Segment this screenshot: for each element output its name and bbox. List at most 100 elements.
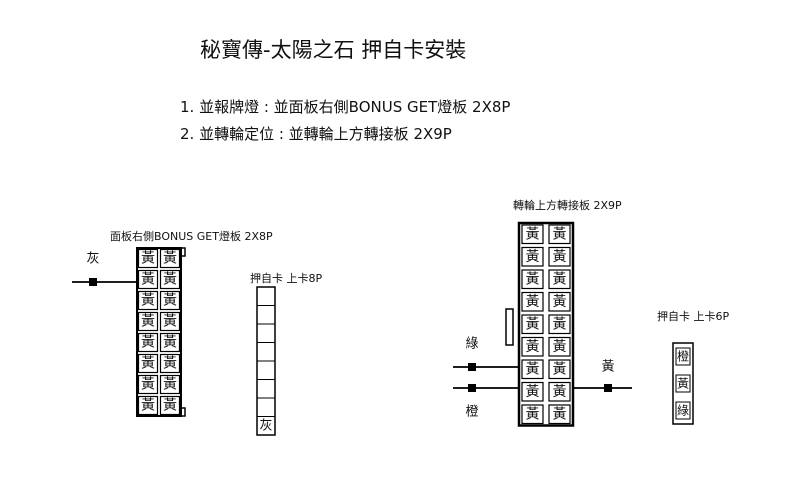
left-board-pin-label: 黃 [141, 356, 155, 372]
left-board-pin-label: 黃 [141, 377, 155, 393]
right-board-pin [521, 246, 544, 267]
left-board-pin [137, 353, 159, 374]
right-board-pin [548, 381, 571, 402]
left-board-pin [137, 248, 159, 269]
right-card-pin [675, 374, 691, 393]
right-board-pin [521, 336, 544, 357]
left-board-pin [137, 332, 159, 353]
right-card-outline [672, 342, 694, 425]
right-board-pin-label: 黃 [553, 249, 567, 265]
right-board-pin-label: 黃 [526, 339, 540, 355]
wires: 灰綠橙 黃 [72, 252, 632, 420]
left-board-pin-label: 黃 [141, 314, 155, 330]
right-card-pin-label: 黃 [677, 377, 689, 391]
right-board-pin [521, 359, 544, 380]
left-card-connector: 灰 [256, 286, 276, 436]
right-card-label: 押自卡 上卡6P [657, 310, 730, 323]
left-board-pin-label: 黃 [141, 293, 155, 309]
right-board-pin-label: 黃 [526, 361, 540, 377]
left-card-label: 押自卡 上卡8P [250, 272, 323, 285]
left-grey-wire-node [89, 278, 97, 286]
left-board-pin [159, 332, 181, 353]
left-board-pin-label: 黃 [163, 272, 177, 288]
left-board-pin-label: 黃 [141, 272, 155, 288]
right-board-pin-label: 黃 [526, 406, 540, 422]
right-card-pin-label: 綠 [677, 404, 689, 418]
right-board-pin [521, 314, 544, 335]
left-grey-wire-label: 灰 [86, 252, 99, 267]
right-board-pin-label: 黃 [526, 271, 540, 287]
orange-wire-node [468, 384, 476, 392]
left-board-pin [159, 248, 181, 269]
left-board-pin-label: 黃 [141, 251, 155, 267]
right-card-connector: 橙黃綠 [672, 342, 694, 425]
left-card-pin-label: 灰 [259, 418, 272, 433]
right-board-pin [548, 246, 571, 267]
left-connector-board: 黃黃黃黃黃黃黃黃黃黃黃黃黃黃黃黃 [136, 247, 186, 417]
left-board-pin-label: 黃 [163, 398, 177, 414]
right-board-outline [517, 221, 575, 427]
right-board-pin-label: 黃 [553, 316, 567, 332]
step-1: 1. 並報牌燈 : 並面板右側BONUS GET燈板 2X8P [180, 98, 511, 116]
right-card-pin-label: 橙 [677, 349, 689, 364]
right-board-pin [521, 291, 544, 312]
left-board-pin [159, 374, 181, 395]
green-wire-label: 綠 [465, 337, 478, 352]
left-board-pin [159, 269, 181, 290]
left-board-pin-label: 黃 [163, 314, 177, 330]
right-card-pin [675, 347, 691, 366]
left-board-pin [137, 269, 159, 290]
right-board-pin [521, 381, 544, 402]
left-board-pin-label: 黃 [163, 377, 177, 393]
left-board-pin-label: 黃 [163, 356, 177, 372]
right-board-pin-label: 黃 [553, 339, 567, 355]
left-board-label: 面板右側BONUS GET燈板 2X8P [110, 230, 273, 243]
left-board-tab-bottom [180, 407, 186, 417]
right-board-pin [548, 404, 571, 425]
page-title: 秘寶傳-太陽之石 押自卡安裝 [200, 38, 467, 62]
right-board-pin-label: 黃 [553, 384, 567, 400]
right-board-pin [548, 359, 571, 380]
left-board-pin-label: 黃 [163, 335, 177, 351]
right-board-label: 轉輪上方轉接板 2X9P [513, 199, 622, 212]
right-board-pin-label: 黃 [553, 226, 567, 242]
left-board-pin [137, 395, 159, 416]
right-board-pin [548, 224, 571, 245]
yellow-wire-node [604, 384, 612, 392]
right-board-pin [548, 314, 571, 335]
right-board-pin-label: 黃 [526, 384, 540, 400]
left-board-pin [159, 395, 181, 416]
right-board-pin-label: 黃 [526, 226, 540, 242]
right-board-pin [521, 224, 544, 245]
step-list: 1. 並報牌燈 : 並面板右側BONUS GET燈板 2X8P 2. 並轉輪定位… [180, 94, 510, 148]
left-board-pin [159, 353, 181, 374]
left-board-pin [137, 374, 159, 395]
yellow-wire-label: 黃 [601, 360, 614, 375]
right-board-pin-label: 黃 [526, 294, 540, 310]
right-board-pin-label: 黃 [553, 271, 567, 287]
left-board-pin-label: 黃 [163, 251, 177, 267]
right-board-pin-label: 黃 [553, 406, 567, 422]
right-card-pin [675, 401, 691, 420]
right-board-pin [548, 269, 571, 290]
right-board-pin [548, 291, 571, 312]
left-board-pin [159, 311, 181, 332]
right-board-pin [521, 404, 544, 425]
green-wire-node [468, 363, 476, 371]
left-board-tab-top [180, 247, 186, 257]
left-board-pin-label: 黃 [163, 293, 177, 309]
left-board-outline [136, 247, 182, 417]
right-board-pin [521, 269, 544, 290]
right-board-pin-label: 黃 [553, 361, 567, 377]
right-board-pin-label: 黃 [553, 294, 567, 310]
right-board-key [505, 308, 514, 346]
left-board-pin [159, 290, 181, 311]
right-board-pin [548, 336, 571, 357]
right-connector-board: 黃黃黃黃黃黃黃黃黃黃黃黃黃黃黃黃黃黃 [505, 221, 575, 427]
right-board-pin-label: 黃 [526, 249, 540, 265]
left-board-pin-label: 黃 [141, 398, 155, 414]
left-board-pin [137, 290, 159, 311]
orange-wire-label: 橙 [465, 405, 478, 420]
step-2: 2. 並轉輪定位 : 並轉輪上方轉接板 2X9P [180, 125, 452, 143]
